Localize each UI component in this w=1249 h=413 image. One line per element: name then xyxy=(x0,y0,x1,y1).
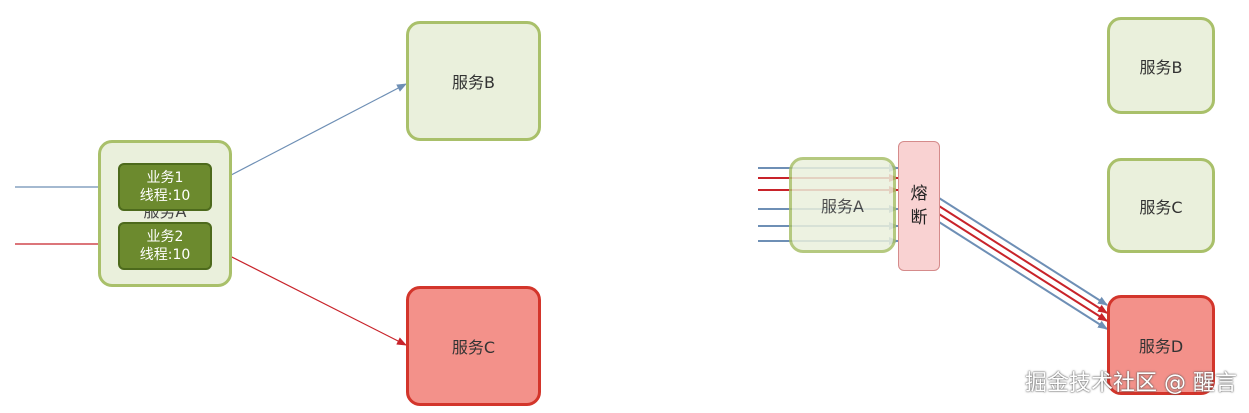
task1-box: 业务1 线程:10 xyxy=(118,163,212,211)
right-service-d-box: 服务D xyxy=(1107,295,1215,395)
right-service-c-box: 服务C xyxy=(1107,158,1215,253)
right-service-c-label: 服务C xyxy=(1139,197,1183,217)
fuse-char-1: 熔 xyxy=(910,184,928,204)
left-service-b-label: 服务B xyxy=(452,73,495,92)
arrow-a-to-c xyxy=(211,246,407,346)
circuit-breaker-box: 熔 断 xyxy=(898,141,940,271)
watermark: 掘金技术社区 @ 醒言 xyxy=(1025,371,1237,396)
task2-box: 业务2 线程:10 xyxy=(118,222,212,270)
left-service-c-box: 服务C xyxy=(406,286,541,406)
arrow-out-2 xyxy=(938,205,1108,314)
arrow-out-3 xyxy=(938,213,1108,322)
task1-threads: 线程:10 xyxy=(139,188,191,204)
right-service-a-label: 服务A xyxy=(821,197,864,216)
right-service-d-label: 服务D xyxy=(1138,337,1184,356)
right-service-b-label: 服务B xyxy=(1139,57,1183,77)
arrow-out-1 xyxy=(938,197,1108,306)
right-service-b-box: 服务B xyxy=(1107,17,1215,114)
arrow-out-4 xyxy=(938,221,1108,330)
task2-threads: 线程:10 xyxy=(139,247,191,263)
fuse-char-2: 断 xyxy=(910,208,928,228)
arrow-a-to-b xyxy=(211,83,407,186)
task1-title: 业务1 xyxy=(146,170,184,186)
left-service-c-label: 服务C xyxy=(451,338,496,357)
left-service-b-box: 服务B xyxy=(406,21,541,141)
task2-title: 业务2 xyxy=(146,229,184,245)
right-service-a-box: 服务A xyxy=(789,157,896,253)
